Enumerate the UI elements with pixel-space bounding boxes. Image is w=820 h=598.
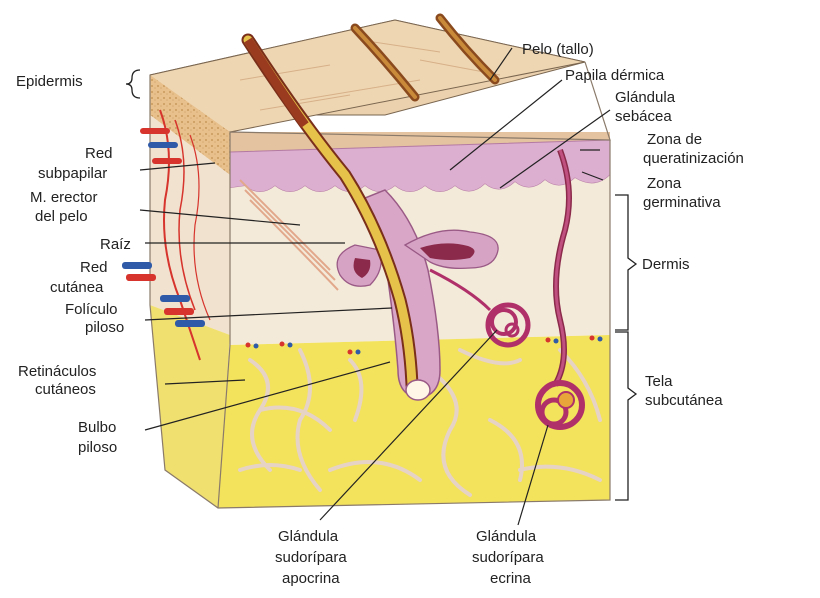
epidermis-brace xyxy=(126,70,140,98)
label-retinaculos-line2: cutáneos xyxy=(35,381,96,398)
label-bulbo: Bulbo xyxy=(78,419,116,436)
left-face-subcutis xyxy=(150,305,230,508)
label-sudoripara-ecrina-line2: sudorípara xyxy=(472,549,544,566)
label-zona-queratinizacion-line2: queratinización xyxy=(643,150,744,167)
label-glandula-sebacea-line2: sebácea xyxy=(615,108,672,125)
label-sudoripara-apocrina-line3: apocrina xyxy=(282,570,340,587)
label-sudoripara-ecrina: Glándula xyxy=(476,528,537,545)
label-zona-queratinizacion: Zona de xyxy=(647,131,702,148)
label-m-erector: M. erector xyxy=(30,189,98,206)
label-bulbo-line2: piloso xyxy=(78,439,117,456)
label-raiz: Raíz xyxy=(100,236,131,253)
hair-bulb-papilla xyxy=(406,380,430,400)
label-retinaculos: Retináculos xyxy=(18,363,96,380)
label-sudoripara-apocrina: Glándula xyxy=(278,528,339,545)
label-red-subpapilar: Red xyxy=(85,145,113,162)
label-tela-subcutanea: Tela xyxy=(645,373,673,390)
label-glandula-sebacea: Glándula xyxy=(615,89,676,106)
label-dermis: Dermis xyxy=(642,256,690,273)
label-sudoripara-ecrina-line3: ecrina xyxy=(490,570,532,587)
subcutis-brace xyxy=(615,332,636,500)
dermis-brace xyxy=(615,195,636,330)
label-red-cutanea-line2: cutánea xyxy=(50,279,104,296)
label-foliculo-line2: piloso xyxy=(85,319,124,336)
label-epidermis: Epidermis xyxy=(16,73,83,90)
label-red-subpapilar-line2: subpapilar xyxy=(38,165,107,182)
label-red-cutanea: Red xyxy=(80,259,108,276)
label-pelo-tallo: Pelo (tallo) xyxy=(522,41,594,58)
label-papila-dermica: Papila dérmica xyxy=(565,67,665,84)
label-sudoripara-apocrina-line2: sudorípara xyxy=(275,549,347,566)
label-m-erector-line2: del pelo xyxy=(35,208,88,225)
label-zona-germinativa: Zona xyxy=(647,175,682,192)
label-zona-germinativa-line2: germinativa xyxy=(643,194,721,211)
label-foliculo: Folículo xyxy=(65,301,118,318)
label-tela-subcutanea-line2: subcutánea xyxy=(645,392,723,409)
